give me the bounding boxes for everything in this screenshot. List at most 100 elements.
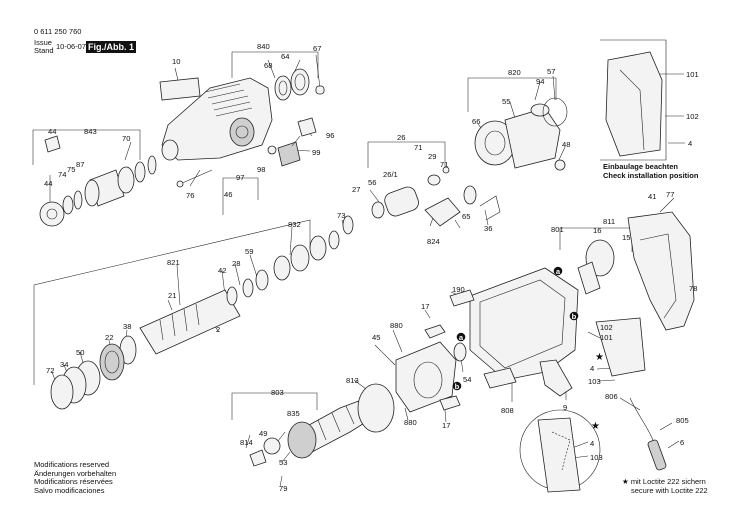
loctite-line1: mit Loctite 222 sichern (630, 477, 706, 486)
callout-26: 26 (397, 133, 405, 142)
callout-87: 87 (76, 160, 84, 169)
callout-70: 70 (122, 134, 130, 143)
callout-843: 843 (84, 127, 97, 136)
callout-57: 57 (547, 67, 555, 76)
modifications-line-en: Modifications reserved (34, 460, 110, 469)
callout-94: 94 (536, 77, 544, 86)
svg-text:a: a (459, 333, 464, 342)
marker-b-2: b (452, 381, 462, 391)
callout-102-mid: 102 (600, 323, 613, 332)
modifications-line-es: Salvo modificaciones (34, 485, 105, 495)
callout-44-bottom: 44 (44, 179, 52, 188)
modifications-line-fr: Modifications réservées (34, 477, 113, 487)
inset-loctite-detail (519, 409, 601, 493)
callout-56: 56 (368, 178, 376, 187)
star-mark-mid: ★ (595, 352, 604, 363)
callout-880-top: 880 (390, 321, 403, 330)
callout-15: 15 (622, 233, 630, 242)
part-motor-housing (469, 267, 579, 397)
part-hammer-tube (139, 230, 340, 355)
part-bearing-68 (274, 68, 325, 101)
callout-77: 77 (666, 190, 674, 199)
inset-installation-detail (600, 39, 667, 161)
callout-4-mid: 4 (590, 364, 594, 373)
svg-text:b: b (572, 312, 577, 321)
marker-a-1: a (553, 266, 563, 276)
callout-44-top: 44 (48, 127, 56, 136)
callout-102-top: 102 (686, 112, 699, 121)
callout-50: 50 (76, 348, 84, 357)
callout-46: 46 (224, 190, 232, 199)
callout-806: 806 (605, 392, 618, 401)
callout-103-mid: 103 (588, 377, 601, 386)
svg-text:a: a (556, 267, 561, 276)
bracket-lines (32, 51, 633, 420)
callout-880-bottom: 880 (404, 418, 417, 427)
callout-103-inset: 103 (590, 453, 603, 462)
star-mark-inset: ★ (591, 421, 600, 432)
loctite-line2: secure with Loctite 222 (631, 485, 708, 495)
callout-4-inset: 4 (590, 439, 594, 448)
part-label-190 (449, 289, 475, 307)
callout-101-mid: 101 (600, 333, 613, 342)
callout-54: 54 (463, 375, 471, 384)
callout-21: 21 (168, 291, 176, 300)
callout-28: 28 (232, 259, 240, 268)
callout-59: 59 (245, 247, 253, 256)
callout-27: 27 (352, 185, 360, 194)
callout-821: 821 (167, 258, 180, 267)
callout-72: 72 (46, 366, 54, 375)
callout-29: 29 (428, 152, 436, 161)
callout-98: 98 (257, 165, 265, 174)
callout-49: 49 (259, 429, 267, 438)
callout-71-a: 71 (414, 143, 422, 152)
callout-79: 79 (279, 484, 287, 493)
callout-16: 16 (593, 226, 601, 235)
install-note-line1: Einbaulage beachten (603, 162, 679, 171)
callout-96: 96 (326, 131, 334, 140)
callout-41: 41 (648, 192, 656, 201)
marker-a-2: a (456, 332, 466, 342)
callout-805: 805 (676, 416, 689, 425)
part-ring-stack (50, 335, 137, 410)
callout-840: 840 (257, 42, 270, 51)
part-gear-housing (161, 77, 273, 161)
callout-9: 9 (563, 403, 567, 412)
loctite-star: ★ (622, 477, 631, 486)
part-handle-shell (577, 211, 695, 377)
callout-808: 808 (501, 406, 514, 415)
callout-42: 42 (218, 266, 226, 275)
part-piston-rod-group (342, 166, 501, 235)
callout-73: 73 (337, 211, 345, 220)
callout-17-top: 17 (421, 302, 429, 311)
callout-801: 801 (551, 225, 564, 234)
part-switch-lever (267, 117, 317, 167)
figure-label: Fig./Abb. 1 (86, 41, 136, 53)
part-cable (629, 397, 667, 471)
callout-22: 22 (105, 333, 113, 342)
part-screw-76 (176, 169, 213, 188)
callout-75: 75 (67, 165, 75, 174)
callout-64: 64 (281, 52, 289, 61)
callout-835: 835 (287, 409, 300, 418)
callout-832: 832 (288, 220, 301, 229)
part-field-winding (395, 324, 467, 413)
callout-17-bottom: 17 (442, 421, 450, 430)
part-tool-holder (39, 135, 157, 227)
callout-68: 68 (264, 61, 272, 70)
callout-55: 55 (502, 97, 510, 106)
callout-36: 36 (484, 224, 492, 233)
callout-71-b: 71 (440, 160, 448, 169)
callout-65: 65 (462, 212, 470, 221)
marker-b-1: b (569, 311, 579, 321)
callout-813: 813 (346, 376, 359, 385)
callout-97: 97 (236, 173, 244, 182)
part-label-808 (483, 367, 517, 389)
callout-814: 814 (240, 438, 253, 447)
callout-820: 820 (508, 68, 521, 77)
callout-26-1: 26/1 (383, 170, 398, 179)
install-note-line2: Check installation position (603, 170, 699, 180)
callout-38: 38 (123, 322, 131, 331)
install-note: Einbaulage beachten Check installation p… (603, 162, 699, 180)
